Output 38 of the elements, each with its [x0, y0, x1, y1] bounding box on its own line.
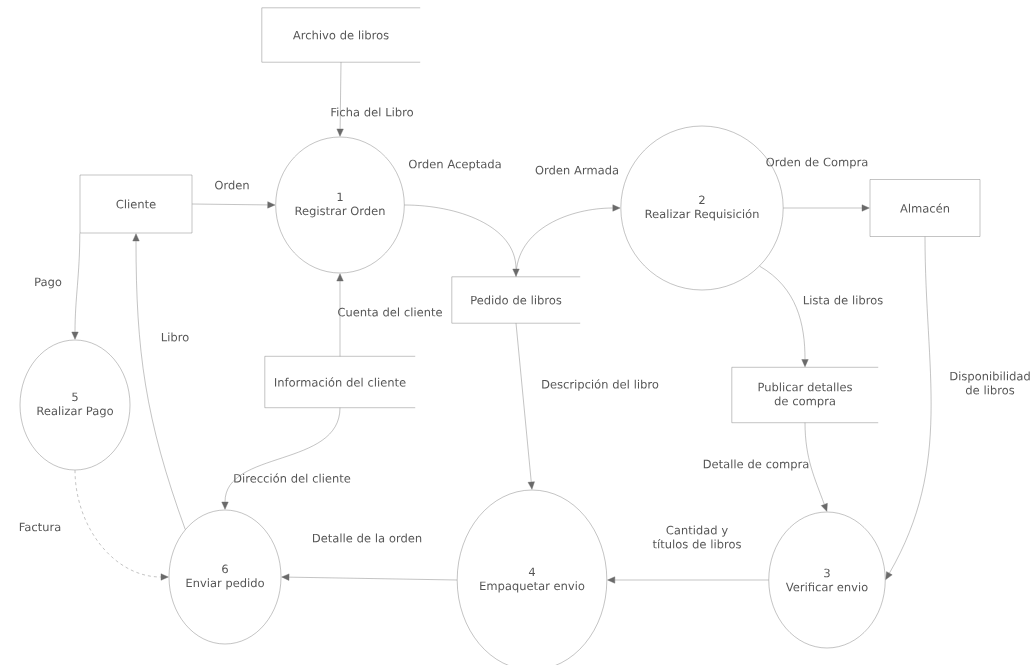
- arrow: [221, 407, 341, 510]
- arrow: [515, 323, 535, 490]
- edge-label: Libro: [161, 332, 189, 342]
- edge-label: Lista de libros: [803, 295, 883, 305]
- edge-label: Dirección del cliente: [234, 473, 351, 483]
- arrow: [74, 470, 169, 581]
- arrow: [759, 265, 809, 367]
- edge-label: Factura: [19, 522, 61, 532]
- arrow: [607, 576, 769, 584]
- arrow: [515, 204, 621, 277]
- arrow: [404, 204, 520, 277]
- edge-label: Cantidad y títulos de libros: [652, 525, 741, 549]
- arrow: [281, 573, 458, 581]
- arrow: [192, 201, 276, 209]
- edge-label: Cuenta del cliente: [338, 307, 442, 317]
- arrow: [885, 236, 932, 580]
- edge-label: Orden: [215, 180, 249, 190]
- entity-box: Almacén: [869, 179, 981, 237]
- arrow: [132, 233, 186, 530]
- edge-label: Orden de Compra: [766, 157, 868, 169]
- data-store: Archivo de libros: [261, 7, 421, 63]
- edge-label: Orden Aceptada: [409, 159, 501, 171]
- edge-label: Pago: [35, 277, 62, 289]
- arrow: [336, 273, 344, 357]
- edge-label: Detalle de la orden: [313, 533, 422, 543]
- entity-box: Cliente: [79, 174, 193, 234]
- data-store: Información del cliente: [264, 356, 416, 408]
- edge-label: Disponibilidad de libros: [950, 371, 1030, 395]
- arrow: [804, 422, 828, 512]
- edge-label: Descripción del libro: [542, 379, 659, 391]
- data-store: Pedido de libros: [451, 276, 581, 324]
- edge-label: Ficha del Libro: [331, 107, 413, 117]
- arrow: [336, 62, 344, 137]
- edge-label: Detalle de compra: [703, 459, 809, 471]
- edge-label: Orden Armada: [535, 165, 618, 175]
- data-store: Publicar detalles de compra: [731, 367, 879, 423]
- arrow: [71, 233, 80, 340]
- arrow: [783, 204, 870, 212]
